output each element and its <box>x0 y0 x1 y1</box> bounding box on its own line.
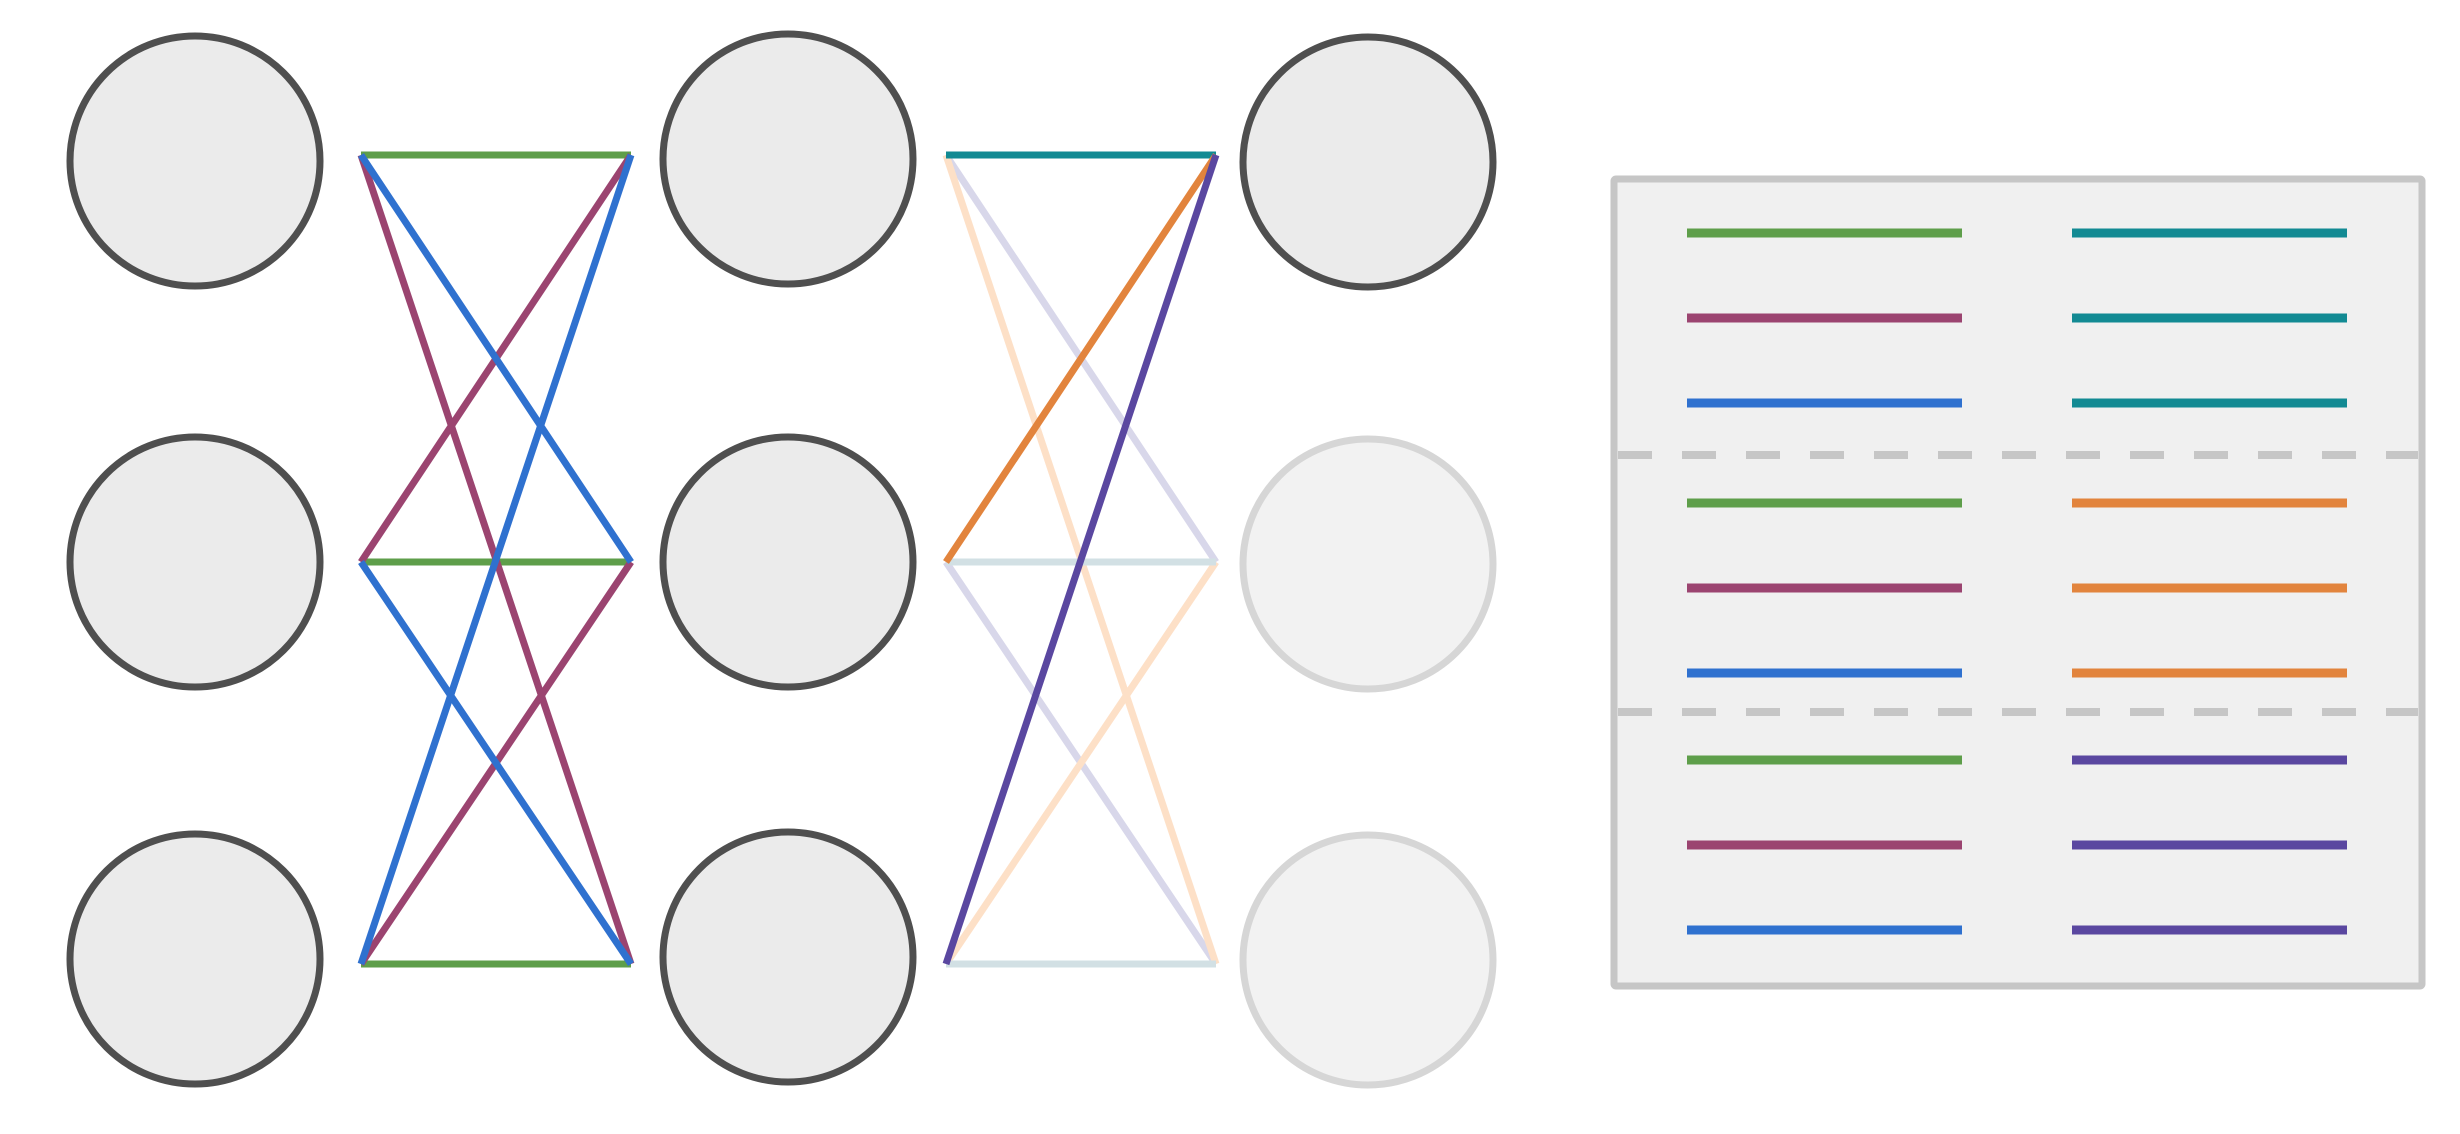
hidden-layer-node <box>659 433 917 691</box>
connection-edge-orange <box>943 153 1219 564</box>
connection-edge-light-peach <box>943 560 1219 966</box>
hidden-layer-node <box>659 30 917 288</box>
hidden-layer-node <box>659 828 917 1086</box>
connection-edge-blue <box>357 153 635 966</box>
connection-edge-purple <box>942 153 1220 966</box>
output-layer-node-faded <box>1239 435 1497 693</box>
connections-input-to-hidden <box>357 151 635 968</box>
input-layer-node <box>66 830 324 1088</box>
legend-panel <box>1610 175 2426 990</box>
connections-hidden-to-output <box>942 151 1220 968</box>
input-layer-node <box>66 32 324 290</box>
connection-edge-blue <box>358 153 634 564</box>
output-layer-node <box>1239 33 1497 291</box>
input-layer-node <box>66 433 324 691</box>
legend-box <box>1610 175 2426 990</box>
output-layer-node-faded <box>1239 831 1497 1089</box>
network-nodes <box>66 30 1497 1089</box>
connection-edge-blue <box>358 560 634 966</box>
